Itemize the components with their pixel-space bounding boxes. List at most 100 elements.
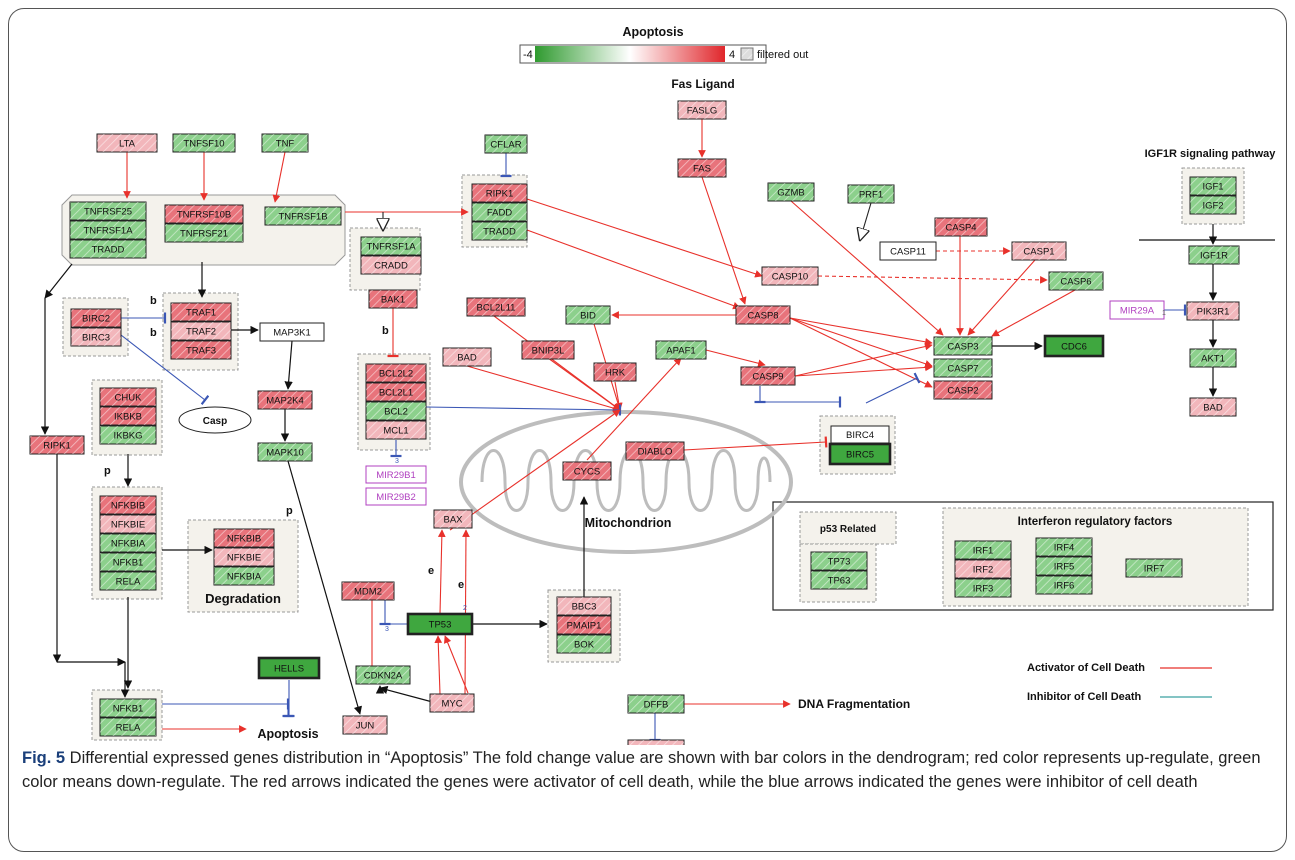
- gene-irf4: IRF4: [1035, 537, 1093, 557]
- gene-map2k4: MAP2K4: [257, 390, 313, 410]
- gene-bcl2: BCL2: [365, 401, 427, 421]
- gene-nfkbib-a: NFKBIB: [99, 495, 157, 515]
- gene-irf6: IRF6: [1035, 575, 1093, 595]
- gene-akt1: AKT1: [1189, 348, 1237, 368]
- edge: [586, 357, 682, 461]
- edge-label-e2: e: [458, 579, 464, 591]
- gene-casp11: CASP11: [879, 241, 937, 261]
- gene-label: NFKBIA: [227, 572, 262, 583]
- gene-label: DIABLO: [638, 447, 673, 458]
- gene-tnfsf10: TNFSF10: [172, 133, 236, 153]
- gene-label: MDM2: [354, 587, 382, 598]
- gene-nfkbia-a: NFKBIA: [99, 533, 157, 553]
- gene-label: FADD: [487, 208, 512, 219]
- edge: [437, 529, 446, 615]
- gene-label: GZMB: [777, 188, 804, 199]
- edge-num-2: 2: [463, 605, 467, 612]
- gene-label: MYC: [441, 699, 462, 710]
- gene-label: TNFRSF25: [84, 207, 132, 218]
- gene-casp1: CASP1: [1011, 241, 1067, 261]
- edge: [526, 229, 741, 310]
- edge: [287, 460, 362, 715]
- edge: [789, 317, 933, 388]
- gene-bcl2l1: BCL2L1: [365, 382, 427, 402]
- gene-label: IRF2: [973, 565, 994, 576]
- gene-ripk1-b: RIPK1: [29, 435, 85, 455]
- caption-label: Fig. 5: [22, 749, 66, 767]
- gene-label: CASP6: [1060, 277, 1091, 288]
- degradation-label: Degradation: [205, 591, 281, 606]
- edge: [120, 334, 210, 406]
- gene-cycs: CYCS: [562, 461, 612, 481]
- gene-igf1: IGF1: [1189, 176, 1237, 196]
- gene-birc2: BIRC2: [70, 308, 122, 328]
- gene-label: BCL2: [384, 407, 408, 418]
- edge: [794, 363, 933, 377]
- gene-label: HELLS: [274, 664, 304, 675]
- pathway-edges: [40, 119, 1275, 742]
- gene-label: JUN: [356, 721, 375, 732]
- gene-mapk10: MAPK10: [257, 442, 313, 462]
- gene-mcl1: MCL1: [365, 420, 427, 440]
- gene-bbc3: BBC3: [556, 596, 612, 616]
- edge: [444, 635, 469, 694]
- caption-text: Differential expressed genes distributio…: [22, 749, 1261, 791]
- gene-casp3: CASP3: [933, 336, 993, 356]
- gene-label: NFKBIB: [111, 501, 145, 512]
- legend-hatch-overlay: [740, 47, 754, 61]
- edge: [526, 198, 763, 278]
- edge: [991, 289, 1076, 337]
- gene-cradd: CRADD: [360, 255, 422, 275]
- gene-label: IKBKB: [114, 412, 142, 423]
- gene-tp63: TP63: [810, 570, 868, 590]
- gene-label: TNF: [276, 139, 295, 150]
- igf1r-pathway-label: IGF1R signaling pathway: [1145, 148, 1277, 160]
- gene-label: BNIP3L: [532, 346, 565, 357]
- gene-irf5: IRF5: [1035, 556, 1093, 576]
- figure-caption: Fig. 5 Differential expressed genes dist…: [22, 746, 1277, 794]
- edge-num-3b: 3: [395, 458, 399, 465]
- gene-label: LTA: [119, 139, 136, 150]
- gene-irf3: IRF3: [954, 578, 1012, 598]
- gene-label: MIR29B1: [376, 470, 416, 481]
- edge: [683, 436, 828, 451]
- gene-jun: JUN: [342, 715, 388, 735]
- gene-nfkbia-b: NFKBIA: [213, 566, 275, 586]
- gene-label: IRF7: [1144, 564, 1165, 575]
- gene-label: TNFRSF1A: [366, 242, 416, 253]
- gene-bad-b: BAD: [1189, 397, 1237, 417]
- gene-casp10: CASP10: [761, 266, 819, 286]
- gene-nfkb1-b: NFKB1: [99, 698, 157, 718]
- gene-label: CHUK: [115, 393, 143, 404]
- gene-label: IRF5: [1054, 562, 1075, 573]
- edge: [434, 635, 443, 695]
- gene-label: MAP3K1: [273, 328, 311, 339]
- gene-label: IRF3: [973, 584, 994, 595]
- gene-label: BBC3: [572, 602, 597, 613]
- gene-label: TRADD: [92, 245, 125, 256]
- gene-label: TNFRSF1B: [278, 212, 327, 223]
- gene-label: CDC6: [1061, 342, 1087, 353]
- edge: [44, 263, 73, 299]
- dna-fragmentation-label: DNA Fragmentation: [798, 697, 910, 711]
- gene-map3k1: MAP3K1: [259, 322, 325, 342]
- gene-hells: HELLS: [257, 656, 321, 680]
- gene-faslg: FASLG: [677, 100, 727, 120]
- gene-chuk: CHUK: [99, 387, 157, 407]
- gene-tradd-a: TRADD: [69, 239, 147, 259]
- interferon-label: Interferon regulatory factors: [1018, 516, 1173, 528]
- gene-label: BAK1: [381, 295, 405, 306]
- edge-num-3a: 3: [385, 626, 389, 633]
- gene-label: BAD: [457, 353, 477, 364]
- gene-label: TRAF1: [186, 308, 216, 319]
- gene-label: AKT1: [1201, 354, 1225, 365]
- legend-min: -4: [523, 49, 533, 61]
- gene-label: NFKBIE: [227, 553, 261, 564]
- gene-dffa: DFFA: [627, 739, 685, 745]
- gene-label: RELA: [116, 723, 141, 734]
- gene-label: TP73: [828, 557, 851, 568]
- edge: [860, 202, 872, 240]
- inhibitor-legend-label: Inhibitor of Cell Death: [1027, 691, 1142, 703]
